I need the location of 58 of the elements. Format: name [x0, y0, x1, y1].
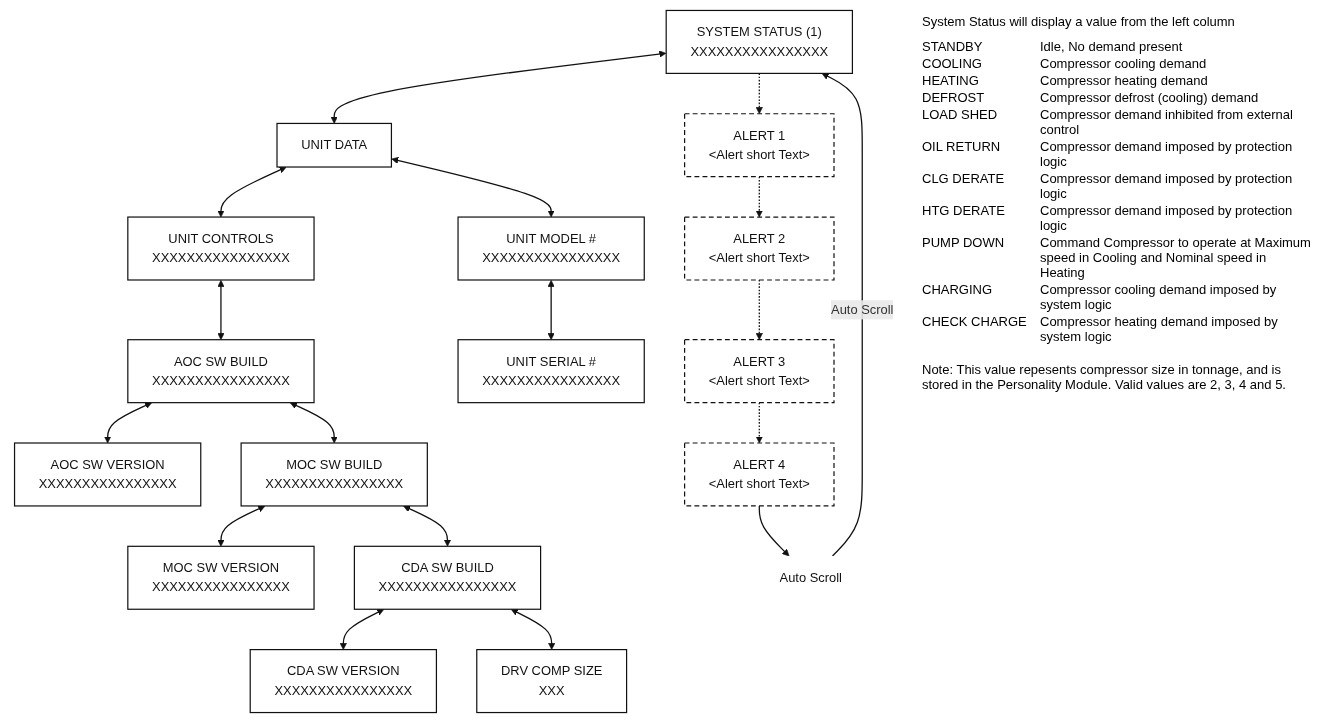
status-description: Compressor heating demand imposed by system logic — [1040, 314, 1279, 344]
status-name: CHECK CHARGE — [922, 314, 1028, 331]
node-box: MOC SW VERSION XXXXXXXXXXXXXXXX — [127, 545, 315, 610]
node-box: MOC SW BUILD XXXXXXXXXXXXXXXX — [240, 442, 428, 507]
status-description: Compressor cooling demand — [1040, 56, 1208, 71]
status-description: Compressor demand imposed by protection logic — [1040, 139, 1294, 169]
status-name: CLG DERATE — [922, 171, 1006, 188]
note-text: System Status will display a value from the left column — [922, 14, 1236, 29]
arrow — [391, 156, 555, 218]
arrow — [758, 505, 790, 557]
status-description: Compressor cooling demand imposed by system logic — [1040, 282, 1278, 312]
node-box: CDA SW BUILD XXXXXXXXXXXXXXXX — [353, 545, 542, 610]
node-box: AOC SW VERSION XXXXXXXXXXXXXXXX — [13, 442, 202, 507]
arrow — [403, 505, 452, 547]
node-box: SYSTEM STATUS (1) XXXXXXXXXXXXXXXX — [665, 9, 853, 74]
arrow — [330, 50, 667, 124]
status-description: Compressor heating demand — [1040, 73, 1209, 88]
node-box: UNIT CONTROLS XXXXXXXXXXXXXXXX — [127, 216, 315, 281]
note-text: Note: This value repesents compressor size in tonnage, and is stored in the Personality Module. Valid values are 2, 3, 4 and 5. — [922, 362, 1287, 392]
status-name: HEATING — [922, 73, 980, 88]
status-description: Idle, No demand present — [1040, 39, 1184, 54]
arrow — [339, 609, 385, 650]
status-description: Compressor demand imposed by protection logic — [1040, 171, 1294, 201]
status-name: COOLING — [922, 56, 983, 71]
status-name: LOAD SHED — [922, 107, 999, 124]
status-description: Compressor demand imposed by protection logic — [1040, 203, 1294, 233]
status-name: STANDBY — [922, 39, 984, 54]
arrow — [755, 176, 763, 218]
node-text: Auto Scroll — [779, 570, 842, 585]
arrow — [289, 402, 338, 444]
node-box: UNIT SERIAL # XXXXXXXXXXXXXXXX — [457, 339, 645, 404]
node-box: UNIT DATA — [276, 122, 393, 168]
node-box: CDA SW VERSION XXXXXXXXXXXXXXXX — [249, 649, 438, 714]
status-name: HTG DERATE — [922, 203, 1006, 220]
node-box: UNIT MODEL # XXXXXXXXXXXXXXXX — [457, 216, 645, 281]
arrow — [510, 609, 556, 650]
arrow — [755, 402, 763, 444]
status-description: Command Compressor to operate at Maximum speed in Cooling and Nominal speed in Heating — [1040, 235, 1312, 280]
node-box: DRV COMP SIZE XXX — [476, 649, 628, 714]
status-name: CHARGING — [922, 282, 994, 299]
arrow — [104, 402, 152, 444]
status-name: OIL RETURN — [922, 139, 1002, 156]
status-name: PUMP DOWN — [922, 235, 1006, 252]
node-box: ALERT 4 <Alert short Text> — [684, 442, 835, 507]
node-box: AOC SW BUILD XXXXXXXXXXXXXXXX — [127, 339, 315, 404]
node-box: ALERT 3 <Alert short Text> — [684, 339, 835, 404]
edge-label: Auto Scroll — [831, 302, 894, 317]
status-description: Compressor defrost (cooling) demand — [1040, 90, 1260, 105]
arrow — [217, 505, 266, 547]
arrow — [217, 280, 225, 341]
node-box: ALERT 2 <Alert short Text> — [684, 216, 835, 281]
node-box: ALERT 1 <Alert short Text> — [684, 113, 835, 178]
arrow — [755, 279, 763, 341]
arrow — [821, 73, 863, 557]
status-description: Compressor demand inhibited from external control — [1040, 107, 1294, 137]
arrow — [547, 280, 555, 341]
arrow — [217, 166, 287, 218]
status-name: DEFROST — [922, 90, 986, 105]
